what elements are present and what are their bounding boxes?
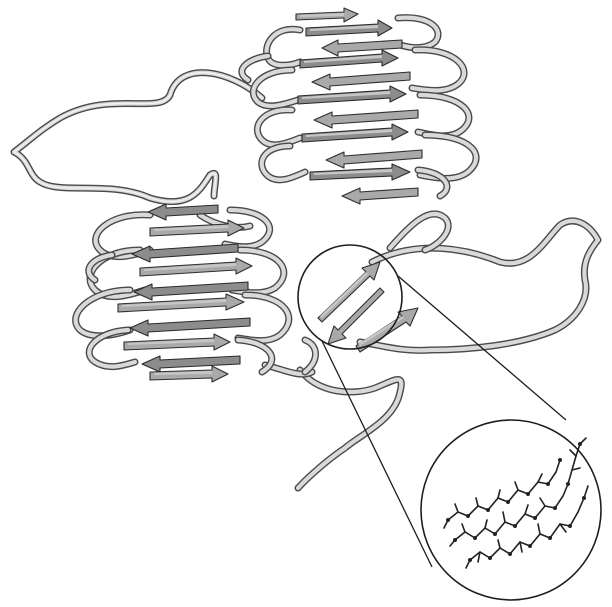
zoom-source-circle <box>298 245 402 349</box>
upper-stack-strands <box>296 8 422 204</box>
upper-sheet-stack <box>242 8 476 204</box>
lens-strands <box>318 262 418 352</box>
zoom-detail <box>421 420 601 600</box>
zoom-detail-circle <box>421 420 601 600</box>
middle-sheet-stack <box>76 204 289 382</box>
coil-left-loop <box>14 73 262 202</box>
